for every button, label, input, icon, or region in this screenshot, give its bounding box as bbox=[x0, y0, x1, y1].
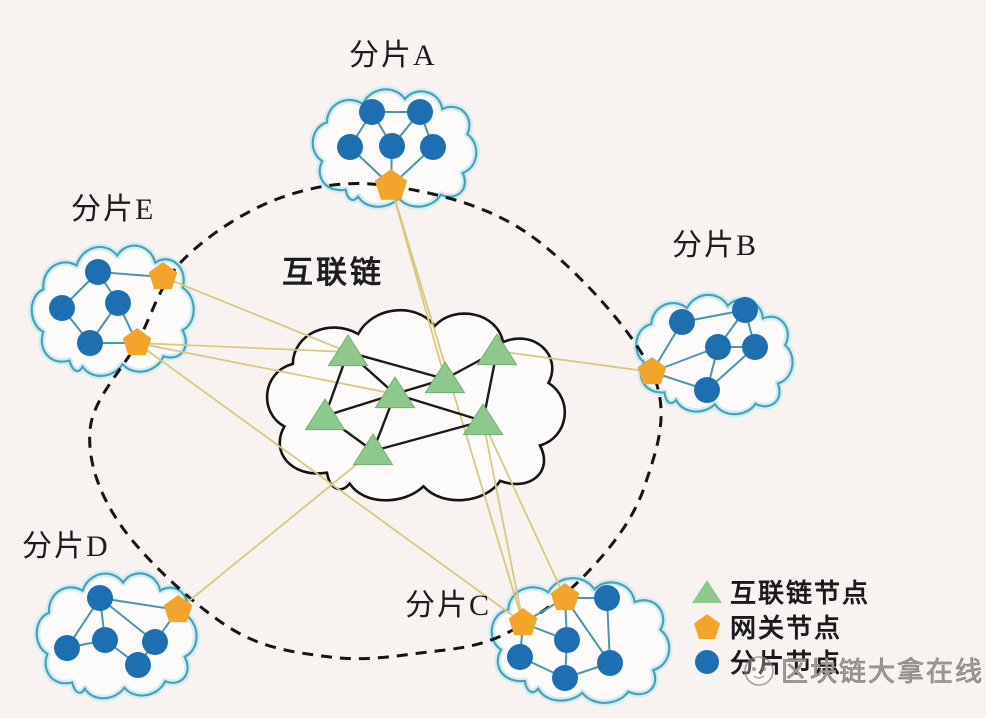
label-shard-c: 分片C bbox=[405, 589, 492, 622]
label-interchain: 互联链 bbox=[282, 255, 384, 290]
shard-node bbox=[554, 627, 580, 653]
watermark: 区块链大拿在线 bbox=[741, 650, 984, 689]
gateway-link-line bbox=[482, 420, 566, 599]
shard-node bbox=[742, 334, 768, 360]
circle-icon bbox=[688, 649, 726, 674]
shard-node bbox=[77, 330, 103, 356]
shard-cloud bbox=[488, 574, 672, 706]
shard-node bbox=[669, 309, 695, 335]
interchain-node bbox=[462, 403, 504, 436]
pentagon-icon bbox=[688, 614, 726, 639]
gateway-node bbox=[637, 357, 667, 385]
legend: 互联链节点 网关节点 分片节点 bbox=[688, 576, 870, 681]
shard-node bbox=[597, 650, 623, 676]
gateway-node bbox=[374, 169, 408, 200]
chain-edge-line bbox=[372, 419, 484, 453]
gateway-link-line bbox=[136, 342, 396, 395]
interchain-node bbox=[304, 398, 346, 431]
gateway-ring bbox=[88, 182, 663, 661]
shard-node bbox=[732, 297, 758, 323]
label-shard-d: 分片D bbox=[22, 530, 110, 563]
shard-node bbox=[420, 134, 446, 160]
shard-node bbox=[594, 585, 620, 611]
gateway-node bbox=[163, 595, 193, 623]
label-shard-a: 分片A bbox=[349, 39, 437, 72]
shard-node bbox=[92, 627, 118, 653]
shard-node bbox=[507, 644, 533, 670]
gateway-node bbox=[122, 328, 152, 356]
gateway-node bbox=[148, 262, 178, 290]
center-cloud bbox=[267, 310, 565, 500]
shard-node bbox=[337, 134, 363, 160]
gateway-link-line bbox=[136, 342, 349, 353]
shard-node bbox=[125, 652, 151, 678]
shard-node bbox=[379, 133, 405, 159]
shard-node bbox=[705, 334, 731, 360]
interchain-node bbox=[424, 361, 466, 394]
gateway-node bbox=[550, 583, 580, 611]
chain-edge-line bbox=[394, 392, 484, 423]
legend-label-gateway: 网关节点 bbox=[730, 614, 843, 643]
shard-node bbox=[407, 99, 433, 125]
watermark-text: 区块链大拿在线 bbox=[781, 657, 984, 688]
shard-node bbox=[142, 629, 168, 655]
shard-node bbox=[85, 259, 111, 285]
legend-row-interchain: 互联链节点 bbox=[688, 576, 871, 608]
gateway-link-line bbox=[496, 350, 653, 373]
gateway-link-line bbox=[390, 185, 524, 624]
legend-label-interchain: 互联链节点 bbox=[730, 579, 871, 608]
shard-node bbox=[87, 585, 113, 611]
interchain-node bbox=[374, 376, 416, 409]
triangle-icon bbox=[688, 580, 726, 603]
chain-edge-line bbox=[347, 350, 446, 381]
gateway-link-line bbox=[177, 450, 374, 611]
label-shard-e: 分片E bbox=[71, 193, 156, 226]
interchain-node bbox=[327, 334, 369, 367]
label-shard-b: 分片B bbox=[672, 229, 759, 262]
interchain-node bbox=[352, 433, 394, 466]
gateway-link-line bbox=[482, 420, 524, 624]
shard-node bbox=[49, 295, 75, 321]
interchain-node bbox=[476, 333, 518, 366]
legend-row-gateway: 网关节点 bbox=[688, 611, 870, 643]
shard-node bbox=[54, 635, 80, 661]
shard-node bbox=[105, 290, 131, 316]
legend-row-shard: 分片节点 bbox=[688, 646, 870, 678]
gateway-link-line bbox=[162, 276, 349, 353]
shard-node bbox=[694, 377, 720, 403]
shard-node bbox=[552, 665, 578, 691]
gateway-node bbox=[508, 608, 538, 636]
watermark-logo-icon bbox=[744, 655, 774, 686]
shard-node bbox=[359, 99, 385, 125]
gateway-link-line bbox=[136, 342, 524, 624]
legend-label-shard: 分片节点 bbox=[730, 649, 843, 678]
